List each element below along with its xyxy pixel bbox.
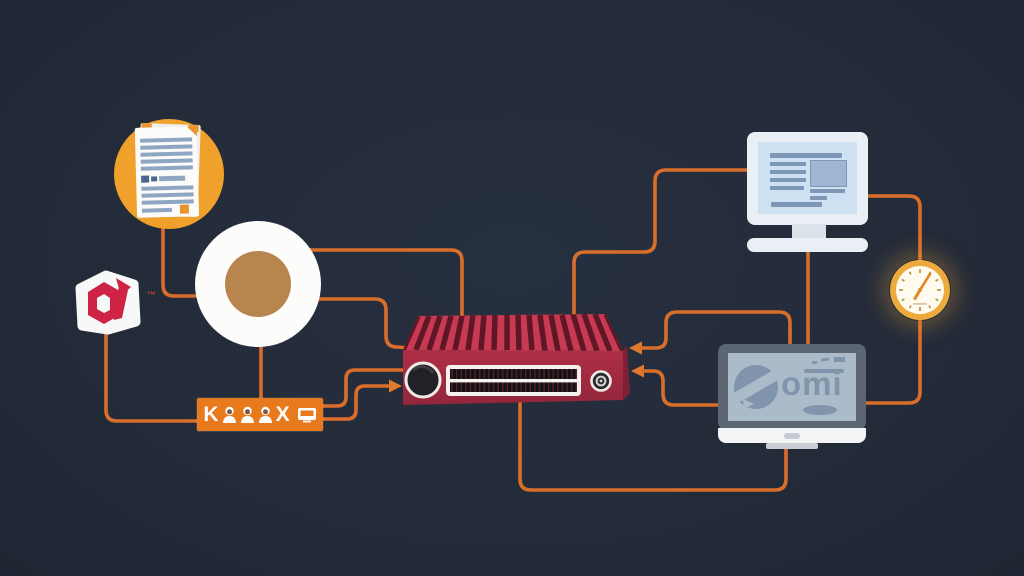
emblem-notch	[743, 399, 754, 409]
text-line	[140, 151, 193, 157]
device-port-ring	[595, 375, 607, 387]
person-icon	[240, 406, 254, 423]
person-icon	[258, 406, 272, 423]
wire-device-to-tv-left	[641, 369, 724, 407]
text-line	[141, 207, 172, 213]
trademark-label: ™	[147, 290, 156, 300]
document-icon	[114, 119, 224, 229]
document-badge	[113, 118, 225, 230]
text-line	[770, 153, 842, 158]
knob-highlight	[411, 365, 435, 374]
image-placeholder	[810, 160, 847, 187]
tv-screen: omi	[728, 353, 856, 421]
arrowhead-into-device-left	[389, 379, 402, 393]
wire-disc-to-device-top	[298, 248, 464, 332]
arrowhead-into-device-right-lower	[631, 364, 644, 378]
brand-monogram-icon	[75, 270, 141, 335]
wire-banner-to-device-mid	[318, 368, 414, 408]
text-line	[140, 158, 193, 164]
text-line	[770, 170, 806, 174]
text-line	[140, 144, 193, 150]
text-line	[141, 185, 194, 191]
brand-logo-badge	[70, 270, 146, 336]
minute-hand	[918, 272, 932, 292]
wire-monitor-to-clock	[864, 194, 922, 262]
logo-arrowhead	[116, 278, 131, 296]
banner-letter-x: X	[275, 403, 290, 426]
page-fold	[186, 126, 198, 137]
person-icon	[222, 406, 236, 423]
text-line	[159, 175, 186, 182]
text-line	[770, 162, 806, 166]
logo-small-marks	[812, 357, 845, 364]
front-page	[134, 126, 200, 218]
monitor-neck	[792, 224, 826, 239]
text-line	[810, 196, 827, 200]
emblem-band	[734, 370, 780, 402]
wire-document-to-disc	[161, 220, 202, 298]
smart-tv: omi	[718, 344, 868, 450]
media-device	[393, 303, 643, 415]
tv-button	[784, 433, 800, 439]
device-port-dot	[599, 379, 603, 383]
monitor-icon	[297, 407, 316, 422]
bullet-square	[141, 175, 150, 183]
text-line	[140, 165, 193, 171]
clock-icon	[890, 260, 950, 320]
clock-ticks	[899, 269, 941, 311]
wire-banner-to-device-arrow	[318, 384, 391, 421]
bullet-square	[151, 176, 158, 182]
face-fine-print	[913, 303, 927, 305]
text-line	[141, 192, 194, 198]
stamp-square	[179, 204, 190, 214]
router-icon	[403, 314, 630, 405]
desktop-monitor	[745, 130, 870, 254]
wire-device-to-tv-bottom	[518, 398, 788, 492]
disc-badge	[195, 221, 321, 347]
wire-monitor-to-device-top	[572, 168, 752, 327]
wire-disc-to-device-left	[302, 297, 412, 350]
text-line	[771, 202, 822, 207]
brand-banner: K X	[197, 398, 323, 431]
tv-logo-emblem	[734, 357, 845, 415]
clock	[889, 259, 951, 321]
logo-overline	[804, 369, 844, 373]
tv-foot	[766, 443, 818, 449]
text-line	[770, 178, 806, 182]
text-line	[810, 189, 845, 193]
wire-logo-to-banner	[104, 328, 202, 423]
text-line	[140, 137, 193, 143]
arrowhead-into-device-right-upper	[629, 341, 642, 355]
monitor-base	[747, 238, 868, 252]
grille-divider	[450, 379, 577, 383]
disc-center	[225, 251, 291, 317]
logo-ring	[88, 282, 118, 324]
logo-underline	[803, 405, 837, 415]
text-line	[770, 186, 804, 190]
clock-center-dot	[918, 288, 922, 292]
wire-device-to-tv-top	[639, 310, 792, 350]
wire-clock-to-tv	[862, 318, 922, 405]
text-line	[141, 199, 194, 205]
device-side-face	[623, 346, 630, 400]
banner-letter-k: K	[203, 403, 219, 426]
